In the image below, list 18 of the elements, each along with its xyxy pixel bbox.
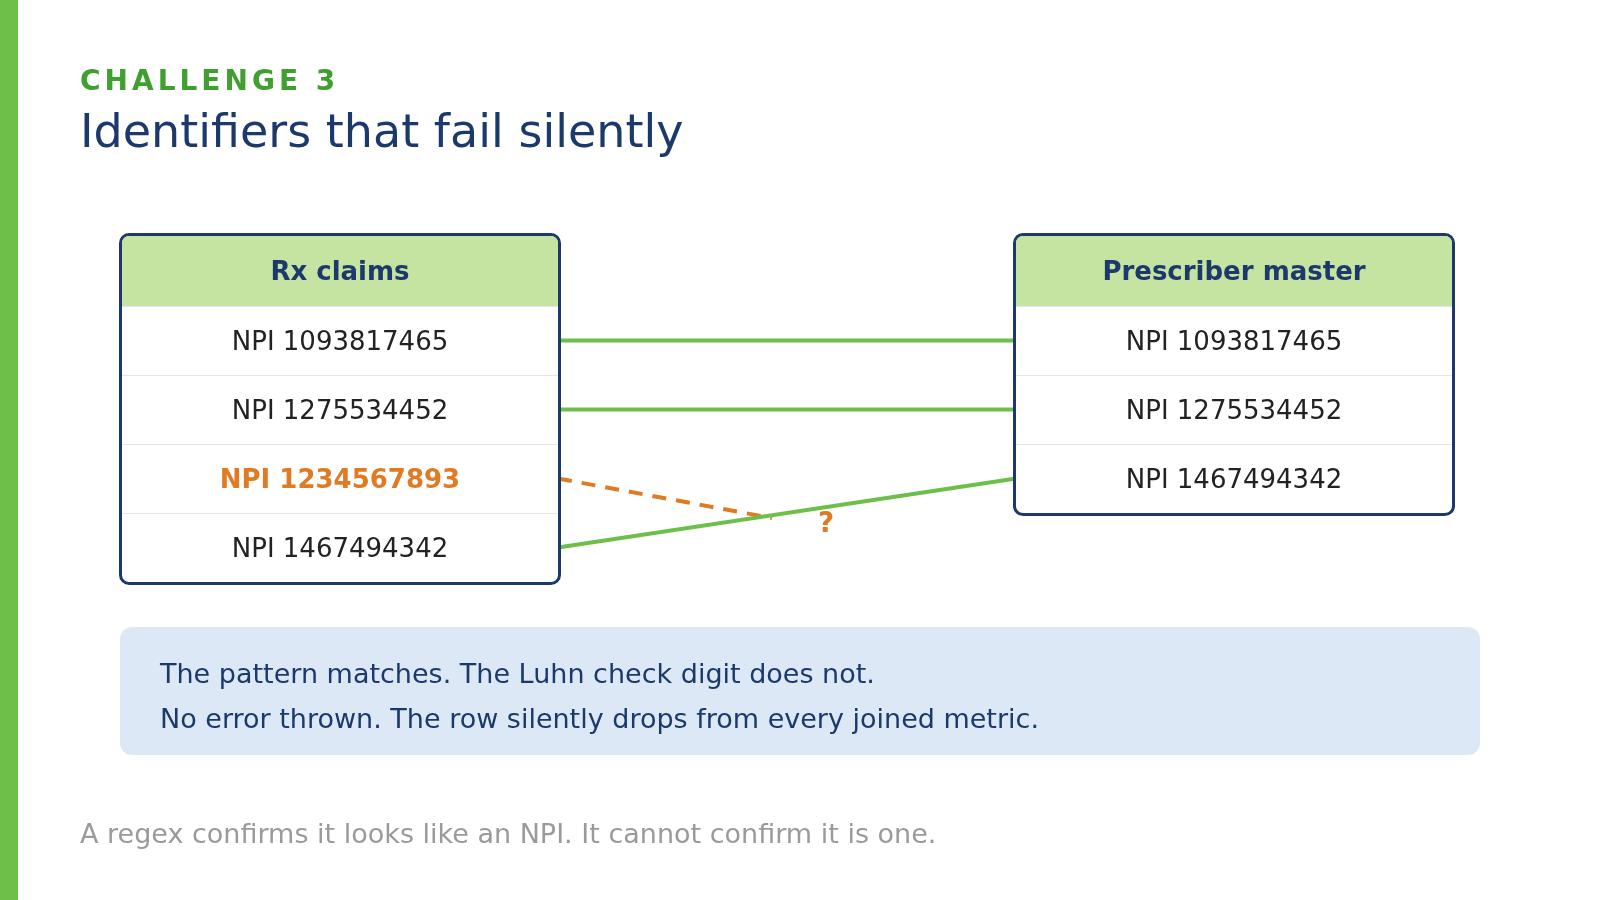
title: Identifiers that fail silently (80, 104, 684, 158)
table-cell: NPI 1093817465 (122, 306, 558, 375)
table-cell: NPI 1093817465 (1016, 306, 1452, 375)
table-header: Prescriber master (1016, 236, 1452, 306)
table-card (119, 233, 561, 585)
table-cell: NPI 1467494342 (1016, 444, 1452, 513)
caption: A regex confirms it looks like an NPI. It cannot confirm it is one. (80, 818, 937, 849)
question-mark: ? (818, 506, 835, 539)
table-cell: NPI 1275534452 (122, 375, 558, 444)
table-cell: NPI 1275534452 (1016, 375, 1452, 444)
table-cell: NPI 1234567893 (122, 444, 558, 513)
table-card (1013, 233, 1455, 516)
callout-text: No error thrown. The row silently drops from every joined metric. (160, 702, 1040, 736)
callout-box (120, 627, 1480, 755)
table-header: Rx claims (122, 236, 558, 306)
section-label: CHALLENGE 3 (80, 64, 340, 97)
callout-text: The pattern matches. The Luhn check digit does not. (160, 657, 876, 691)
table-cell: NPI 1467494342 (122, 513, 558, 582)
